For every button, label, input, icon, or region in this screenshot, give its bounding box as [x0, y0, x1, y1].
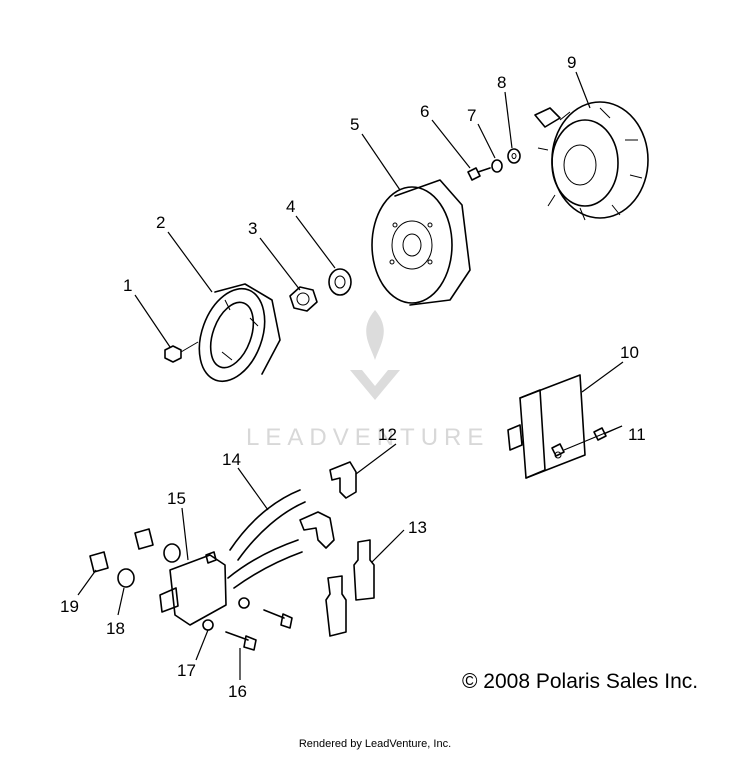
callout-19: 19	[60, 597, 79, 616]
part-2-ring[interactable]	[187, 280, 281, 391]
rendered-by-footer: Rendered by LeadVenture, Inc.	[298, 738, 452, 750]
part-7-lock-washer[interactable]	[491, 159, 503, 173]
part-9-stator[interactable]	[534, 101, 649, 221]
callout-12: 12	[378, 425, 397, 444]
callout-4: 4	[286, 197, 295, 216]
part-16-bolts[interactable]	[225, 609, 293, 651]
callout-9: 9	[567, 53, 576, 72]
part-11-screws[interactable]	[551, 427, 607, 457]
callout-14: 14	[222, 450, 241, 469]
part-12-plug-cap[interactable]	[299, 461, 357, 549]
callout-5: 5	[350, 115, 359, 134]
part-15-ignition-coil[interactable]	[159, 551, 227, 626]
part-14-wires[interactable]	[227, 489, 306, 589]
callout-labels: 1 2 3 4 5 6 7 8 9 10 11 12 13 14 15 16 1…	[60, 53, 646, 701]
part-6-screw[interactable]	[467, 167, 491, 181]
part-1-bolt[interactable]	[164, 341, 199, 363]
copyright-notice: © 2008 Polaris Sales Inc.	[462, 670, 699, 693]
callout-6: 6	[420, 102, 429, 121]
leadventure-watermark: LEADVENTURE	[246, 310, 489, 451]
part-4-washer[interactable]	[328, 268, 352, 296]
callout-18: 18	[106, 619, 125, 638]
leader-lines	[77, 71, 624, 680]
callout-1: 1	[123, 276, 132, 295]
callout-7: 7	[467, 106, 476, 125]
part-18-washers[interactable]	[117, 543, 181, 588]
part-5-flywheel[interactable]	[371, 179, 471, 306]
callout-8: 8	[497, 73, 506, 92]
callout-11: 11	[628, 425, 646, 444]
part-10-cdi-box[interactable]	[507, 374, 586, 479]
part-8-washer[interactable]	[507, 148, 521, 164]
callout-10: 10	[620, 343, 639, 362]
watermark-logo	[350, 310, 400, 400]
callout-13: 13	[408, 518, 427, 537]
callout-17: 17	[177, 661, 196, 680]
watermark-text: LEADVENTURE	[246, 424, 489, 451]
part-3-nut[interactable]	[289, 286, 318, 312]
part-13-spark-plugs[interactable]	[325, 539, 375, 637]
callout-16: 16	[228, 682, 247, 701]
callout-3: 3	[248, 219, 257, 238]
callout-2: 2	[156, 213, 165, 232]
part-19-grommets[interactable]	[89, 528, 154, 573]
callout-15: 15	[167, 489, 186, 508]
